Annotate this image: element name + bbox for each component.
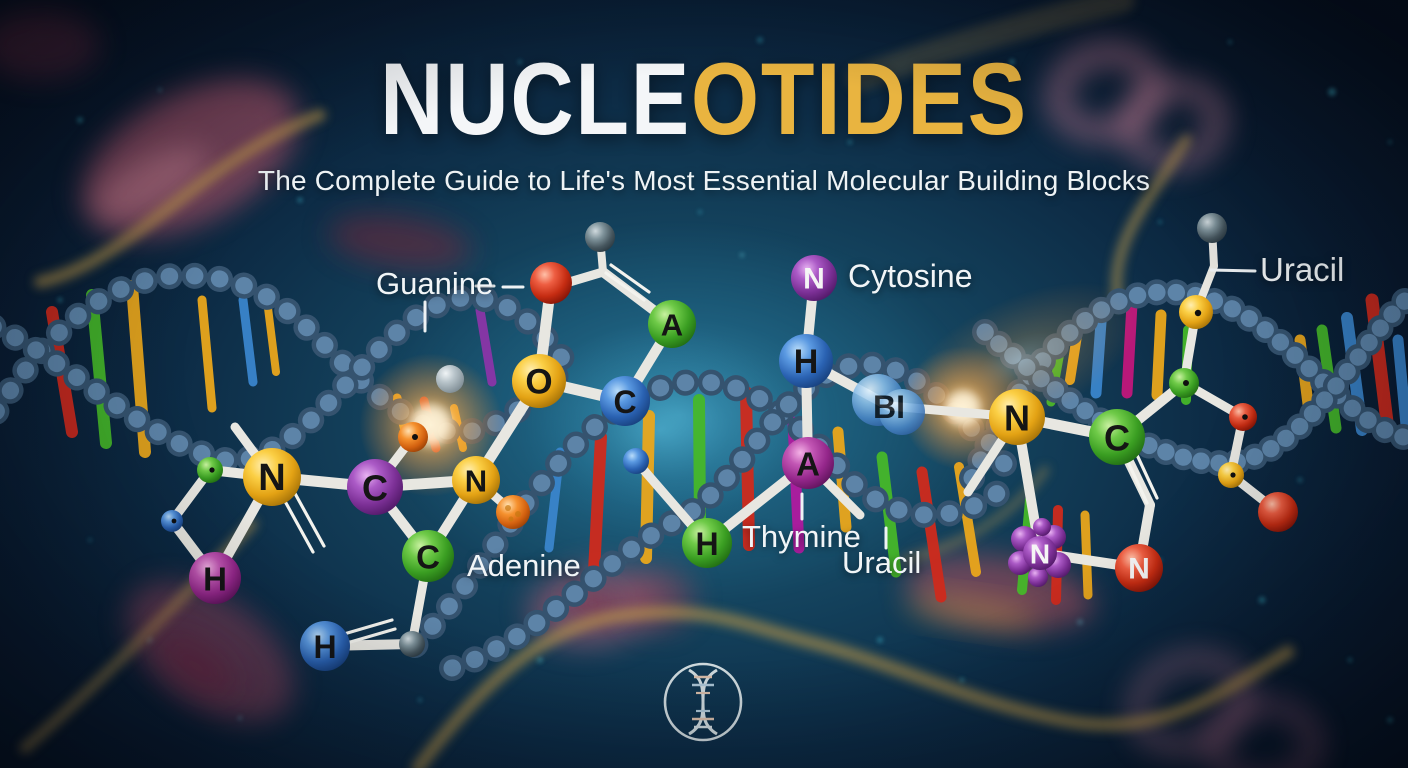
atom-nitrogen-red: N <box>1115 544 1163 592</box>
atom-dot-yellow <box>1179 295 1213 329</box>
atom-hydrogen: H <box>300 621 350 671</box>
label-guanine: Guanine <box>376 266 494 301</box>
atom-dot-blue-small <box>623 448 649 474</box>
svg-text:C: C <box>613 384 636 420</box>
poster-title: NUCLEOTIDES <box>99 45 1310 153</box>
atom-oxygen-red <box>530 262 572 304</box>
atom-gold-ball <box>496 495 530 529</box>
atom-dot-orange <box>398 422 428 452</box>
atom-hydrogen: H <box>189 552 241 604</box>
svg-text:N: N <box>803 263 825 296</box>
atom-dot-blue <box>161 510 183 532</box>
atom-oxygen: O <box>512 354 566 408</box>
atom-carbon: C <box>347 459 403 515</box>
label-uracil-bottom: Uracil <box>842 545 922 580</box>
atom-oxygen-red <box>1258 492 1298 532</box>
atom-hydrogen: H <box>779 334 833 388</box>
atom-dot-red <box>1229 403 1257 431</box>
svg-text:BI: BI <box>873 389 905 425</box>
atom-methyl-gray <box>1197 213 1227 243</box>
svg-text:H: H <box>794 343 819 381</box>
svg-text:H: H <box>695 526 718 562</box>
svg-text:A: A <box>796 446 820 483</box>
svg-text:N: N <box>258 457 285 499</box>
atom-hydrogen-green: H <box>682 518 732 568</box>
atom-dot-green <box>197 457 223 483</box>
atom-nitrogen: N <box>452 456 500 504</box>
label-cytosine: Cytosine <box>848 258 973 294</box>
atom-nitrogen-purple: N <box>791 255 837 301</box>
atom-dot-green <box>1169 368 1199 398</box>
atom-nitrogen: N <box>243 448 301 506</box>
title-white-part: NUCLE <box>380 42 691 156</box>
svg-text:H: H <box>313 629 336 665</box>
atom-nitrogen: N <box>989 389 1045 445</box>
svg-text:C: C <box>1104 418 1130 459</box>
svg-text:N: N <box>1004 398 1030 439</box>
atom-adenine-a-magenta: A <box>782 437 834 489</box>
svg-text:C: C <box>362 468 388 509</box>
svg-text:N: N <box>465 464 487 499</box>
svg-text:O: O <box>525 363 552 402</box>
svg-text:H: H <box>203 561 227 598</box>
atom-carbon: C <box>1089 409 1145 465</box>
atom-adenine-a: A <box>648 300 696 348</box>
atom-carbon: C <box>600 376 650 426</box>
svg-text:A: A <box>661 308 683 343</box>
label-uracil-top: Uracil <box>1260 251 1345 288</box>
svg-text:C: C <box>416 539 440 576</box>
title-gold-part: OTIDES <box>690 42 1028 156</box>
atom-bead-silver <box>436 365 464 393</box>
label-adenine: Adenine <box>467 548 581 583</box>
atom-methyl-gray <box>585 222 615 252</box>
dna-logo-icon <box>663 662 743 742</box>
atom-dot-gray <box>399 631 425 657</box>
atom-carbon: C <box>402 530 454 582</box>
svg-text:N: N <box>1128 553 1150 586</box>
poster-subtitle: The Complete Guide to Life's Most Essent… <box>257 165 1151 196</box>
svg-text:N: N <box>1030 539 1050 570</box>
atom-dot-yellow <box>1218 462 1244 488</box>
